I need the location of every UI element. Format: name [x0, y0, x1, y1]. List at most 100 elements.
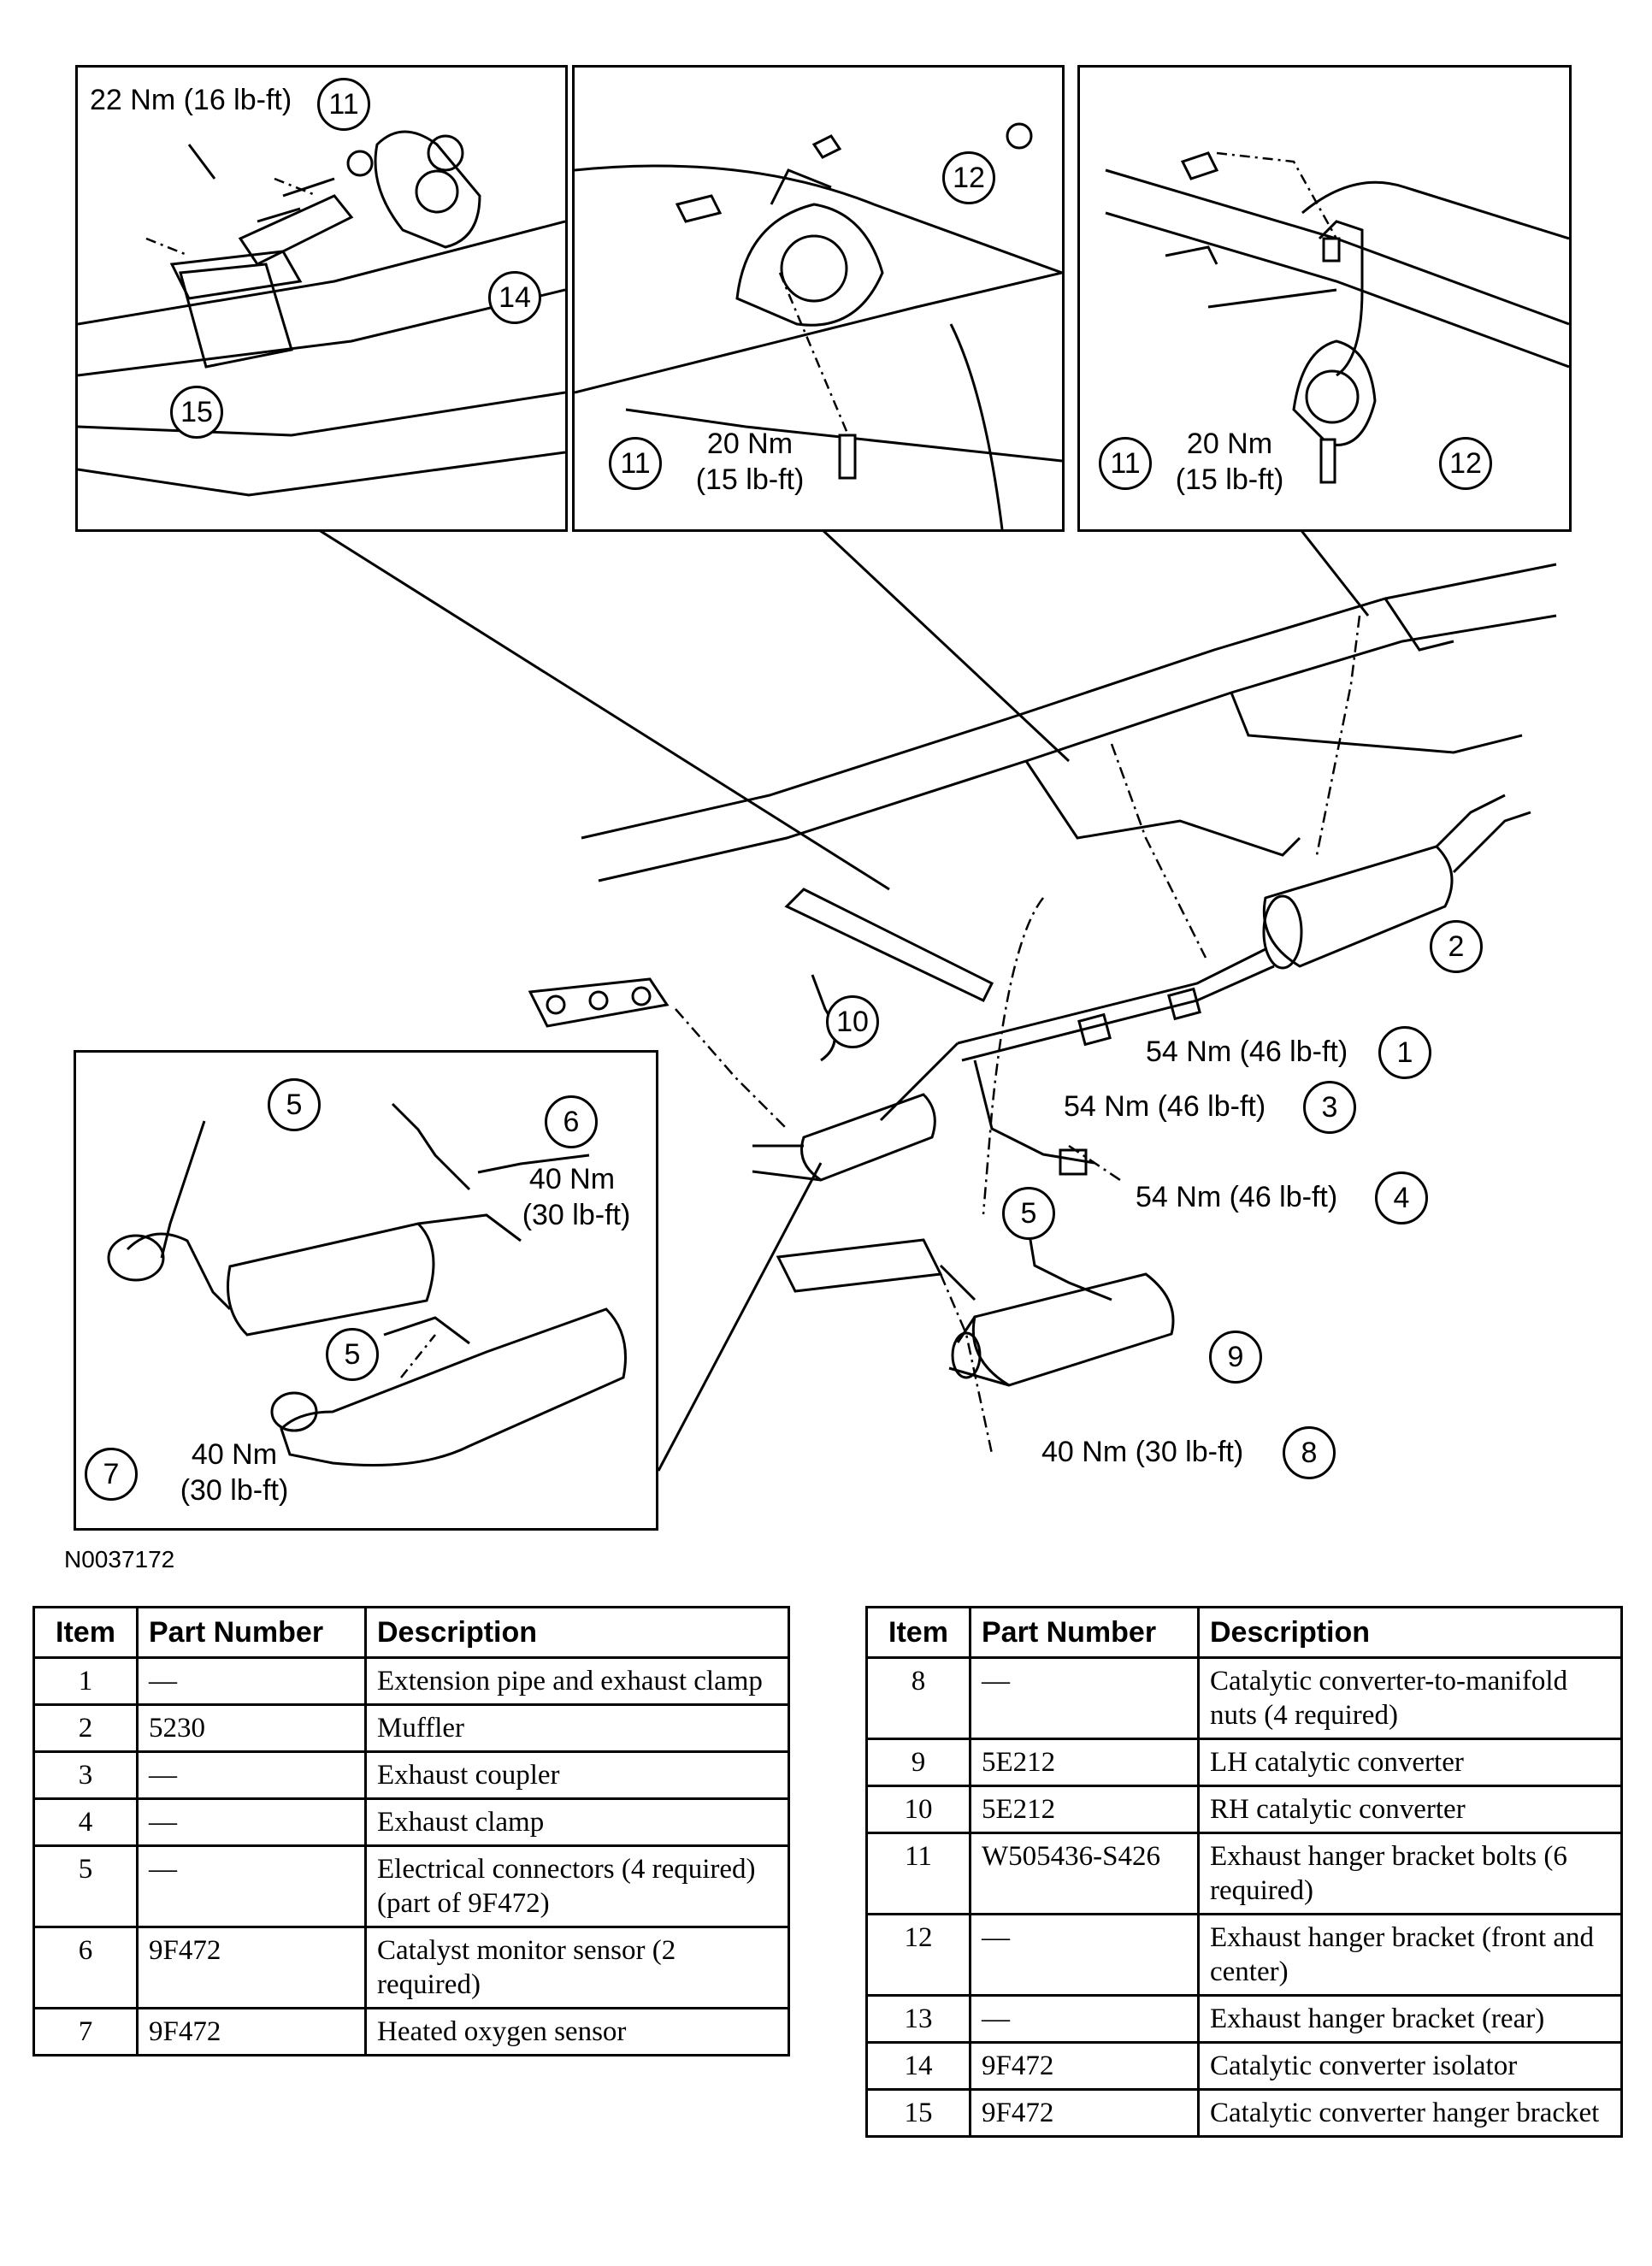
- table-row: 12—Exhaust hanger bracket (front and cen…: [865, 1913, 1623, 1997]
- table-row: 4—Exhaust clamp: [32, 1797, 790, 1847]
- callout-15: 15: [170, 386, 223, 439]
- cell-item: 10: [865, 1785, 971, 1834]
- header-part-number: Part Number: [969, 1606, 1200, 1659]
- cell-part: —: [136, 1656, 367, 1706]
- cell-item: 8: [865, 1656, 971, 1740]
- cell-desc: Exhaust hanger bracket (rear): [1197, 1994, 1623, 2044]
- table-row: 8—Catalytic converter-to-manifold nuts (…: [865, 1656, 1623, 1740]
- cell-desc: Exhaust coupler: [364, 1750, 790, 1800]
- table-header-row: Item Part Number Description: [865, 1606, 1623, 1659]
- callout-2: 2: [1430, 920, 1483, 973]
- callout-8: 8: [1283, 1426, 1336, 1479]
- callout-7: 7: [85, 1448, 138, 1501]
- cell-desc: RH catalytic converter: [1197, 1785, 1623, 1834]
- inset-panel-converter-hanger: 22 Nm (16 lb-ft) 11 14 15: [75, 65, 568, 532]
- cell-part: —: [136, 1750, 367, 1800]
- cell-item: 15: [865, 2088, 971, 2138]
- cell-item: 11: [865, 1832, 971, 1915]
- table-row: 13—Exhaust hanger bracket (rear): [865, 1994, 1623, 2044]
- cell-part: 9F472: [969, 2041, 1200, 2091]
- cell-part: 5E212: [969, 1785, 1200, 1834]
- table-row: 5—Electrical connectors (4 required) (pa…: [32, 1844, 790, 1928]
- parts-table-right: Item Part Number Description 8—Catalytic…: [865, 1606, 1623, 2138]
- inset-panel-center-hanger: 11 20 Nm (15 lb-ft) 12: [1077, 65, 1572, 532]
- callout-10: 10: [826, 995, 879, 1048]
- cell-desc: Catalytic converter hanger bracket: [1197, 2088, 1623, 2138]
- cell-part: 9F472: [136, 1926, 367, 2009]
- cell-part: 9F472: [136, 2007, 367, 2057]
- cell-item: 7: [32, 2007, 139, 2057]
- torque-label-item1: 54 Nm (46 lb-ft): [1146, 1036, 1348, 1068]
- callout-5: 5: [268, 1078, 321, 1131]
- callout-4: 4: [1375, 1171, 1428, 1224]
- inset4-torque7-nm: 40 Nm: [191, 1438, 278, 1471]
- cell-desc: LH catalytic converter: [1197, 1738, 1623, 1787]
- inset1-torque-label: 22 Nm (16 lb-ft): [90, 84, 292, 116]
- cell-desc: Exhaust clamp: [364, 1797, 790, 1847]
- inset-4-art: [107, 1102, 627, 1466]
- inset4-torque6-lbft: (30 lb-ft): [522, 1199, 631, 1231]
- callout-11: 11: [317, 78, 370, 131]
- inset-2-art: [575, 122, 1062, 529]
- cell-desc: Exhaust hanger bracket bolts (6 required…: [1197, 1832, 1623, 1915]
- cell-part: W505436-S426: [969, 1832, 1200, 1915]
- cell-part: 5230: [136, 1703, 367, 1753]
- inset4-torque7-lbft: (30 lb-ft): [180, 1474, 289, 1507]
- callout-11: 11: [1099, 437, 1152, 490]
- table-row: 1—Extension pipe and exhaust clamp: [32, 1656, 790, 1706]
- callout-14: 14: [488, 271, 541, 324]
- cell-part: 5E212: [969, 1738, 1200, 1787]
- cell-item: 1: [32, 1656, 139, 1706]
- figure-id: N0037172: [64, 1546, 175, 1573]
- cell-item: 5: [32, 1844, 139, 1928]
- header-item: Item: [865, 1606, 971, 1659]
- cell-part: —: [969, 1913, 1200, 1997]
- cell-part: —: [136, 1797, 367, 1847]
- inset-panel-oxygen-sensors: 5 6 40 Nm (30 lb-ft) 5 7 40 Nm (30 lb-ft…: [74, 1050, 658, 1531]
- cell-desc: Exhaust hanger bracket (front and center…: [1197, 1913, 1623, 1997]
- inset4-torque6-nm: 40 Nm: [528, 1163, 616, 1195]
- inset-3-art: [1105, 151, 1569, 484]
- inset3-torque-lbft: (15 lb-ft): [1175, 463, 1284, 496]
- header-description: Description: [364, 1606, 790, 1659]
- inset3-torque-nm: 20 Nm: [1186, 428, 1273, 460]
- callout-5: 5: [1002, 1187, 1055, 1240]
- cell-item: 3: [32, 1750, 139, 1800]
- callout-1: 1: [1378, 1026, 1431, 1079]
- cell-desc: Muffler: [364, 1703, 790, 1753]
- parts-table-left: Item Part Number Description 1—Extension…: [32, 1606, 790, 2057]
- table-row: 3—Exhaust coupler: [32, 1750, 790, 1800]
- cell-desc: Heated oxygen sensor: [364, 2007, 790, 2057]
- cell-item: 2: [32, 1703, 139, 1753]
- cell-item: 12: [865, 1913, 971, 1997]
- callout-6: 6: [545, 1095, 598, 1148]
- cell-item: 4: [32, 1797, 139, 1847]
- torque-label-item4: 54 Nm (46 lb-ft): [1136, 1181, 1338, 1213]
- cell-desc: Catalytic converter-to-manifold nuts (4 …: [1197, 1656, 1623, 1740]
- callout-11: 11: [609, 437, 662, 490]
- table-header-row: Item Part Number Description: [32, 1606, 790, 1659]
- cell-part: 9F472: [969, 2088, 1200, 2138]
- torque-label-item8: 40 Nm (30 lb-ft): [1041, 1436, 1244, 1468]
- cell-desc: Extension pipe and exhaust clamp: [364, 1656, 790, 1706]
- cell-item: 9: [865, 1738, 971, 1787]
- torque-label-item3: 54 Nm (46 lb-ft): [1064, 1090, 1266, 1123]
- callout-5: 5: [326, 1328, 379, 1381]
- cell-item: 13: [865, 1994, 971, 2044]
- header-description: Description: [1197, 1606, 1623, 1659]
- cell-part: —: [969, 1994, 1200, 2044]
- callout-3: 3: [1303, 1081, 1356, 1134]
- header-part-number: Part Number: [136, 1606, 367, 1659]
- diagram-line-art: [316, 527, 1557, 1472]
- cell-desc: Electrical connectors (4 required) (part…: [364, 1844, 790, 1928]
- callout-12: 12: [942, 151, 995, 204]
- cell-part: —: [136, 1844, 367, 1928]
- inset2-torque-nm: 20 Nm: [706, 428, 794, 460]
